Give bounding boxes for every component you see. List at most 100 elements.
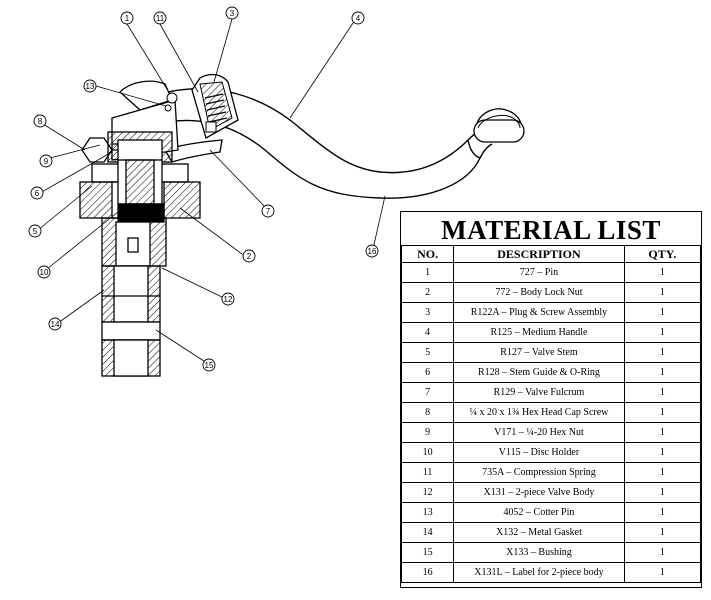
cell-qty: 1 [623, 482, 702, 503]
callout-label: 6 [35, 189, 40, 198]
cell-description: 727 – Pin [453, 262, 625, 283]
callout-label: 9 [44, 157, 49, 166]
cell-qty: 1 [623, 442, 702, 463]
callout-label: 5 [33, 227, 38, 236]
callout-label: 3 [230, 9, 235, 18]
cell-description: R125 – Medium Handle [453, 322, 625, 343]
callout-16: 16 [365, 244, 379, 258]
cell-description: 735A – Compression Spring [453, 462, 625, 483]
callout-label: 12 [224, 295, 233, 304]
callout-3: 3 [225, 6, 239, 20]
cell-no: 5 [400, 342, 455, 363]
cell-description: R122A – Plug & Screw Assembly [453, 302, 625, 323]
plug-screw-assembly [191, 73, 239, 139]
cell-description: R128 – Stem Guide & O-Ring [453, 362, 625, 383]
pin-part [164, 92, 178, 112]
cell-qty: 1 [623, 322, 702, 343]
callout-6: 6 [30, 186, 44, 200]
callout-7: 7 [261, 204, 275, 218]
callout-label: 15 [205, 361, 214, 370]
leader-lines [37, 18, 386, 364]
cell-no: 1 [400, 262, 455, 283]
callout-label: 11 [156, 14, 165, 23]
callout-10: 10 [37, 265, 51, 279]
cell-qty: 1 [623, 422, 702, 443]
cell-no: 10 [400, 442, 455, 463]
callout-8: 8 [33, 114, 47, 128]
callout-13: 13 [83, 79, 97, 93]
callout-label: 14 [51, 320, 60, 329]
callout-14: 14 [48, 317, 62, 331]
cell-no: 15 [400, 542, 455, 563]
cell-description: 4052 – Cotter Pin [453, 502, 625, 523]
cell-qty: 1 [623, 502, 702, 523]
callout-15: 15 [202, 358, 216, 372]
cell-no: 14 [400, 522, 455, 543]
callout-label: 16 [368, 247, 377, 256]
valve-body-section [79, 131, 201, 377]
callout-1: 1 [120, 11, 134, 25]
cell-qty: 1 [623, 362, 702, 383]
cell-description: V171 – ¼-20 Hex Nut [453, 422, 625, 443]
callout-9: 9 [39, 154, 53, 168]
cell-no: 9 [400, 422, 455, 443]
callout-5: 5 [28, 224, 42, 238]
header-qty: QTY. [623, 245, 702, 263]
cell-no: 8 [400, 402, 455, 423]
cell-qty: 1 [623, 302, 702, 323]
cell-qty: 1 [623, 542, 702, 563]
cell-description: 772 – Body Lock Nut [453, 282, 625, 303]
callout-label: 2 [247, 252, 252, 261]
callout-label: 1 [125, 14, 130, 23]
cell-no: 11 [400, 462, 455, 483]
cell-qty: 1 [623, 562, 702, 583]
cell-description: R129 – Valve Fulcrum [453, 382, 625, 403]
cell-description: V115 – Disc Holder [453, 442, 625, 463]
cell-qty: 1 [623, 282, 702, 303]
callout-12: 12 [221, 292, 235, 306]
cell-description: X131 – 2-piece Valve Body [453, 482, 625, 503]
cell-no: 13 [400, 502, 455, 523]
cell-qty: 1 [623, 522, 702, 543]
callout-label: 7 [266, 207, 271, 216]
callout-markers: 1 11 3 4 13 8 9 6 5 10 14 15 12 2 7 16 [28, 6, 379, 372]
cell-no: 2 [400, 282, 455, 303]
cell-description: ¼ x 20 x 1¾ Hex Head Cap Screw [453, 402, 625, 423]
table-header-row: NO. DESCRIPTION QTY. [400, 245, 702, 263]
cell-no: 6 [400, 362, 455, 383]
cell-no: 12 [400, 482, 455, 503]
cell-qty: 1 [623, 342, 702, 363]
cell-description: X133 – Bushing [453, 542, 625, 563]
handle-knob [473, 108, 525, 143]
cell-description: X132 – Metal Gasket [453, 522, 625, 543]
callout-4: 4 [351, 11, 365, 25]
material-list-title: MATERIAL LIST [441, 215, 661, 245]
cell-description: X131L – Label for 2-piece body [453, 562, 625, 583]
cell-no: 7 [400, 382, 455, 403]
header-description: DESCRIPTION [453, 245, 625, 263]
callout-label: 10 [40, 268, 49, 277]
cell-no: 4 [400, 322, 455, 343]
header-no: NO. [400, 245, 455, 263]
callout-2: 2 [242, 249, 256, 263]
cell-description: R127 – Valve Stem [453, 342, 625, 363]
cell-qty: 1 [623, 262, 702, 283]
